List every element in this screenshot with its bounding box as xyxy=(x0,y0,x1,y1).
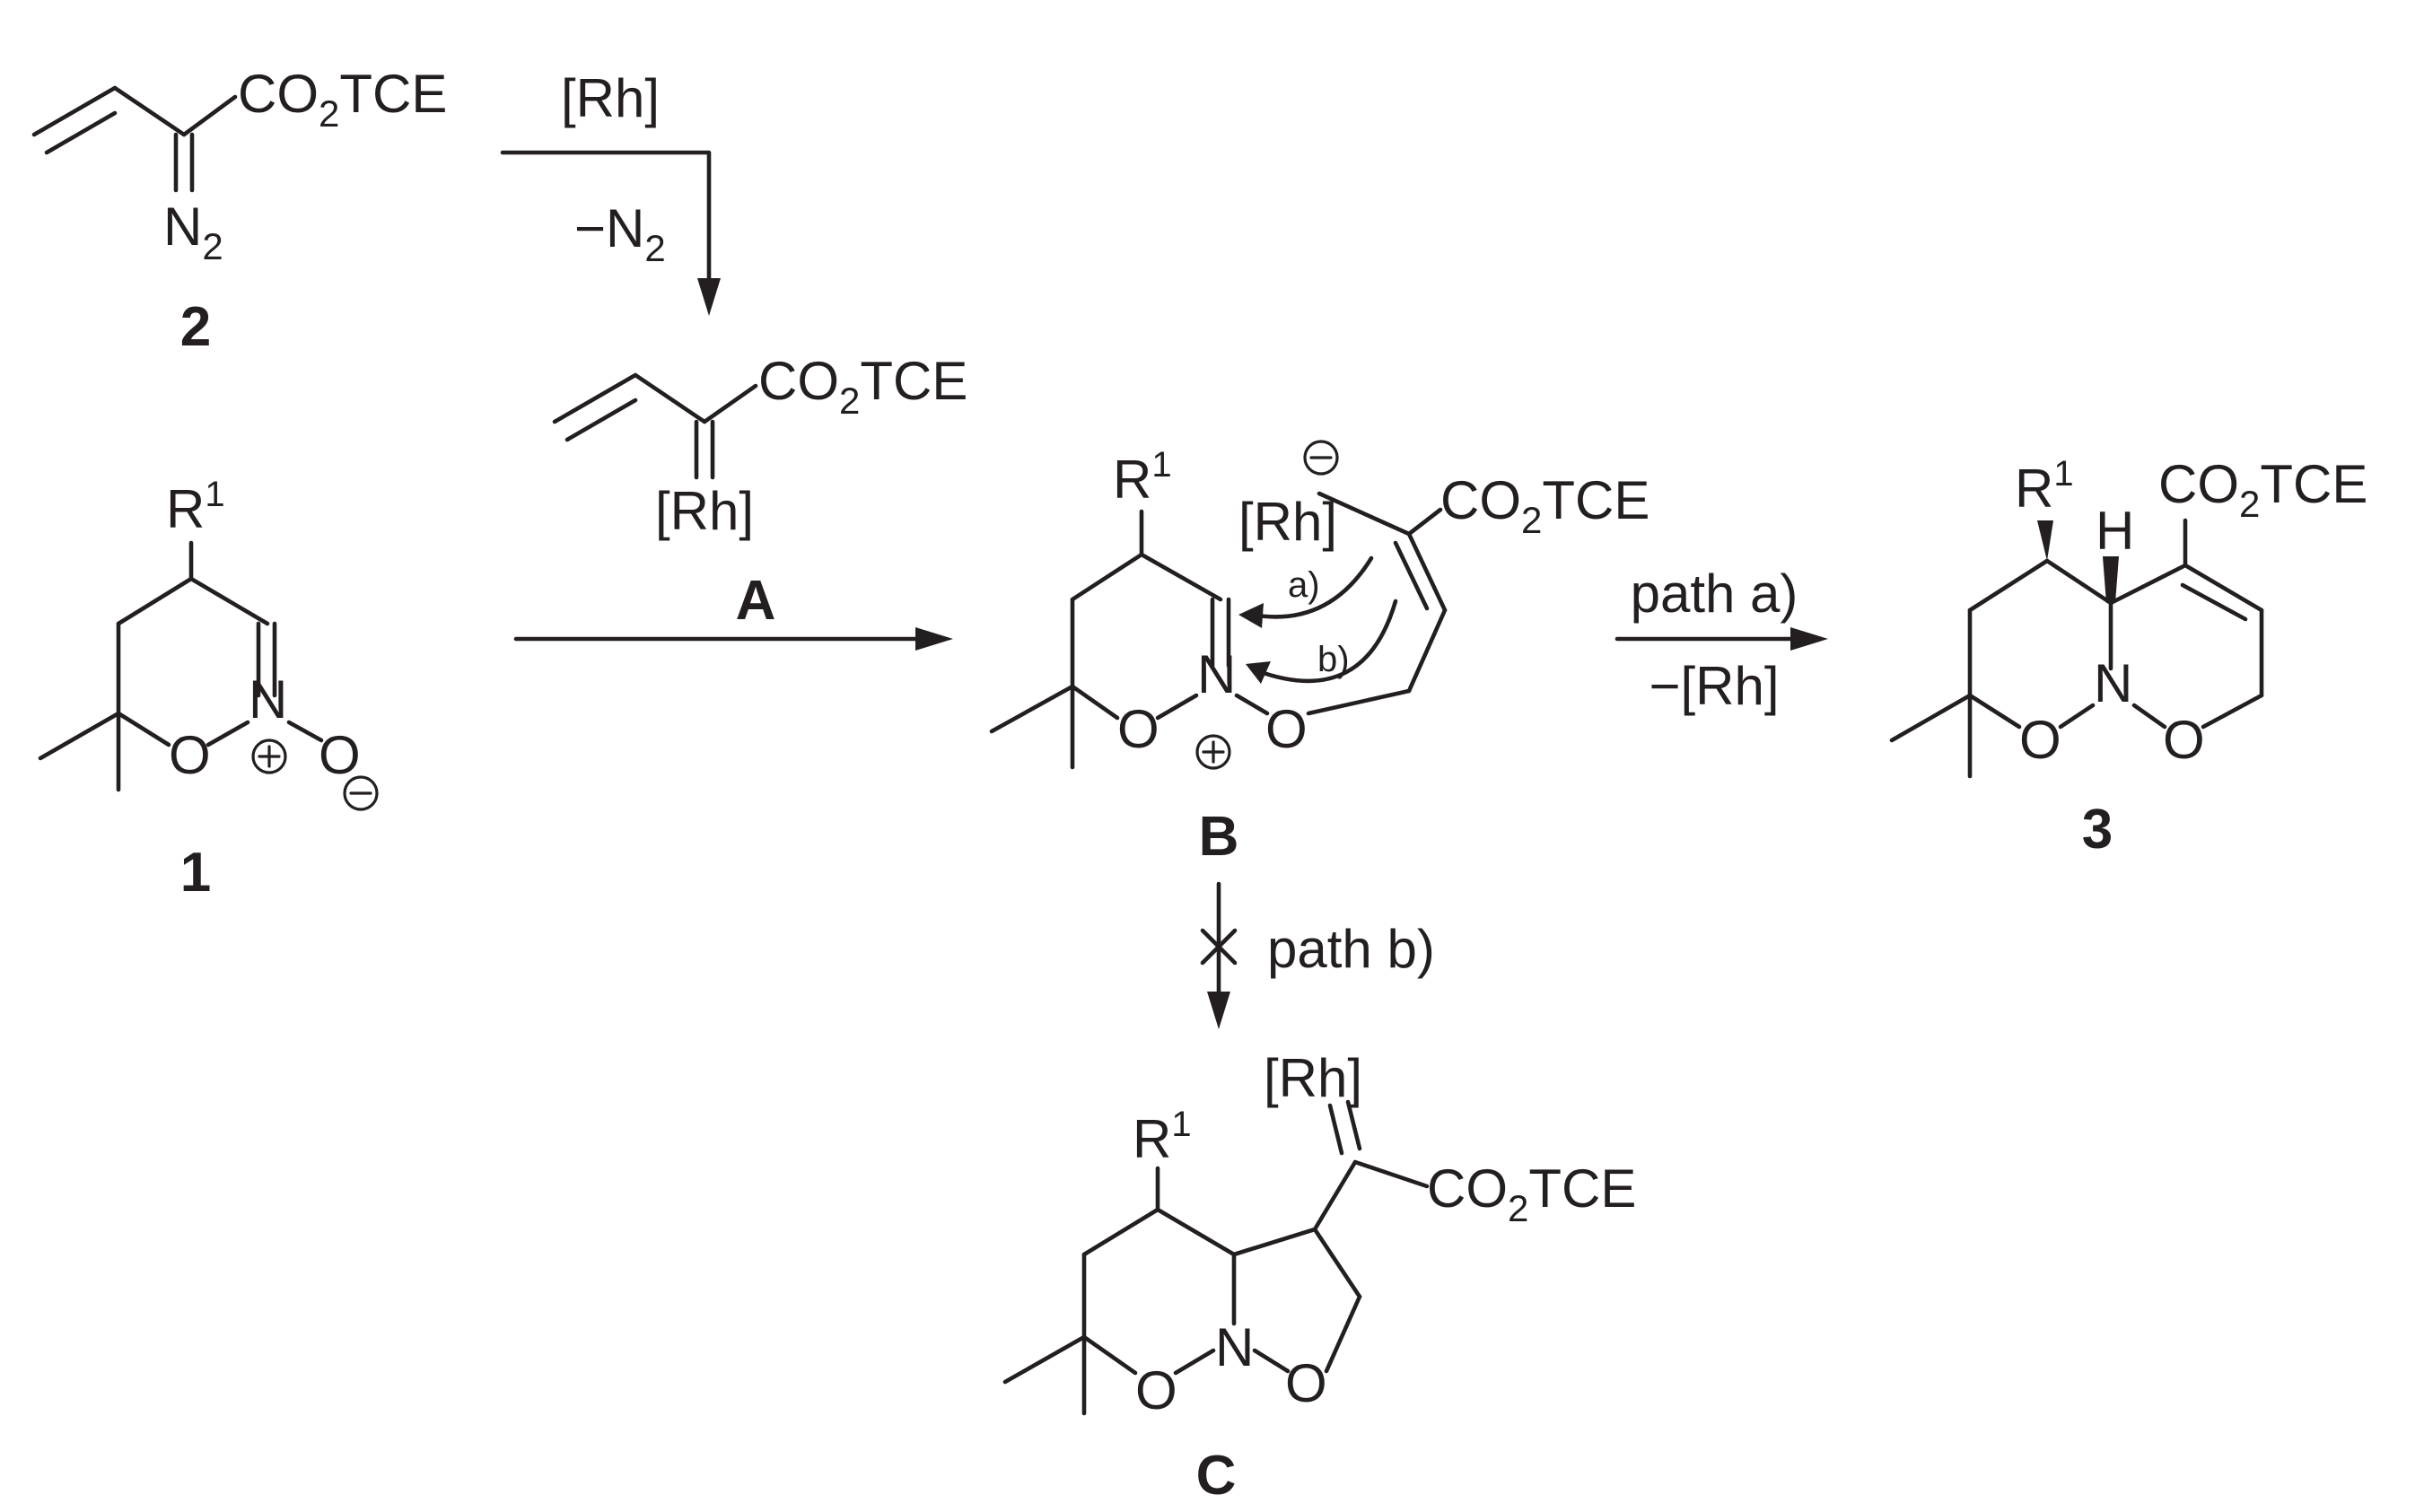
arrow-path-a: path a) −[Rh] xyxy=(1615,564,1828,716)
rh-C: [Rh] xyxy=(1264,1048,1362,1108)
negative-charge-1 xyxy=(343,775,379,811)
minus-rh-label: −[Rh] xyxy=(1649,656,1779,716)
ester-group-2: CO2TCE xyxy=(238,64,447,135)
ring-oxygen-1: O xyxy=(169,725,211,785)
ring-oxygen-B: O xyxy=(1117,699,1159,759)
nitrogen-C: N xyxy=(1215,1317,1254,1377)
r1-group-B: R1 xyxy=(1113,445,1172,510)
r1-group-3: R1 xyxy=(2015,454,2074,519)
intermediate-B-label: B xyxy=(1199,806,1239,868)
nitrogen-3: N xyxy=(2094,653,2132,713)
nitrogen-B: N xyxy=(1197,644,1236,704)
oxygen-left-3: O xyxy=(2019,710,2061,770)
product-3-label: 3 xyxy=(2082,799,2113,861)
structure-C-label: C xyxy=(1196,1445,1237,1507)
compound-1: R1 N O O 1 xyxy=(38,475,379,904)
product-3: R1 H N O O CO2TCE 3 xyxy=(1889,454,2367,861)
ester-group-A: CO2TCE xyxy=(758,351,967,422)
compound-2: CO2TCE N2 2 xyxy=(31,64,447,358)
arrow-b-label: b) xyxy=(1317,640,1350,679)
diazo-n2: N2 xyxy=(163,197,223,267)
hydrogen-3: H xyxy=(2096,501,2134,561)
reagent-minus-n2: −N2 xyxy=(574,198,666,269)
negative-charge-B xyxy=(1303,440,1339,476)
r1-group-1: R1 xyxy=(166,475,225,539)
r1-group-C: R1 xyxy=(1133,1105,1192,1169)
nitronate-oxygen-1: O xyxy=(319,725,361,785)
arrow-2-to-A: [Rh] −N2 xyxy=(500,68,721,316)
intermediate-B: R1 N O O [Rh] CO2TCE xyxy=(989,440,1650,868)
oxygen-right-3: O xyxy=(2163,710,2205,770)
reagent-rh: [Rh] xyxy=(561,68,660,128)
oxygen-left-C: O xyxy=(1135,1360,1177,1420)
nitrogen-1: N xyxy=(249,669,287,730)
carbenoid-A: CO2TCE [Rh] A xyxy=(552,351,967,632)
positive-charge-1 xyxy=(251,739,287,774)
path-a-label: path a) xyxy=(1631,564,1798,624)
ester-group-B: CO2TCE xyxy=(1440,470,1650,541)
path-b-label: path b) xyxy=(1267,919,1435,979)
enolate-oxygen-B: O xyxy=(1265,699,1308,759)
compound-2-label: 2 xyxy=(180,296,211,358)
ester-group-C: CO2TCE xyxy=(1427,1158,1636,1229)
ester-group-3: CO2TCE xyxy=(2158,454,2367,525)
compound-1-label: 1 xyxy=(180,842,211,904)
positive-charge-B xyxy=(1195,734,1231,770)
arrow-a-label: a) xyxy=(1288,565,1320,605)
oxygen-right-C: O xyxy=(1285,1353,1327,1413)
structure-C: R1 [Rh] CO2TCE N O O C xyxy=(1002,1048,1636,1507)
arrow-path-b: path b) xyxy=(1200,881,1435,1029)
rh-B: [Rh] xyxy=(1238,492,1337,552)
arrow-1-to-B xyxy=(513,627,953,651)
intermediate-A-label: A xyxy=(736,570,776,632)
rh-A: [Rh] xyxy=(655,481,754,541)
